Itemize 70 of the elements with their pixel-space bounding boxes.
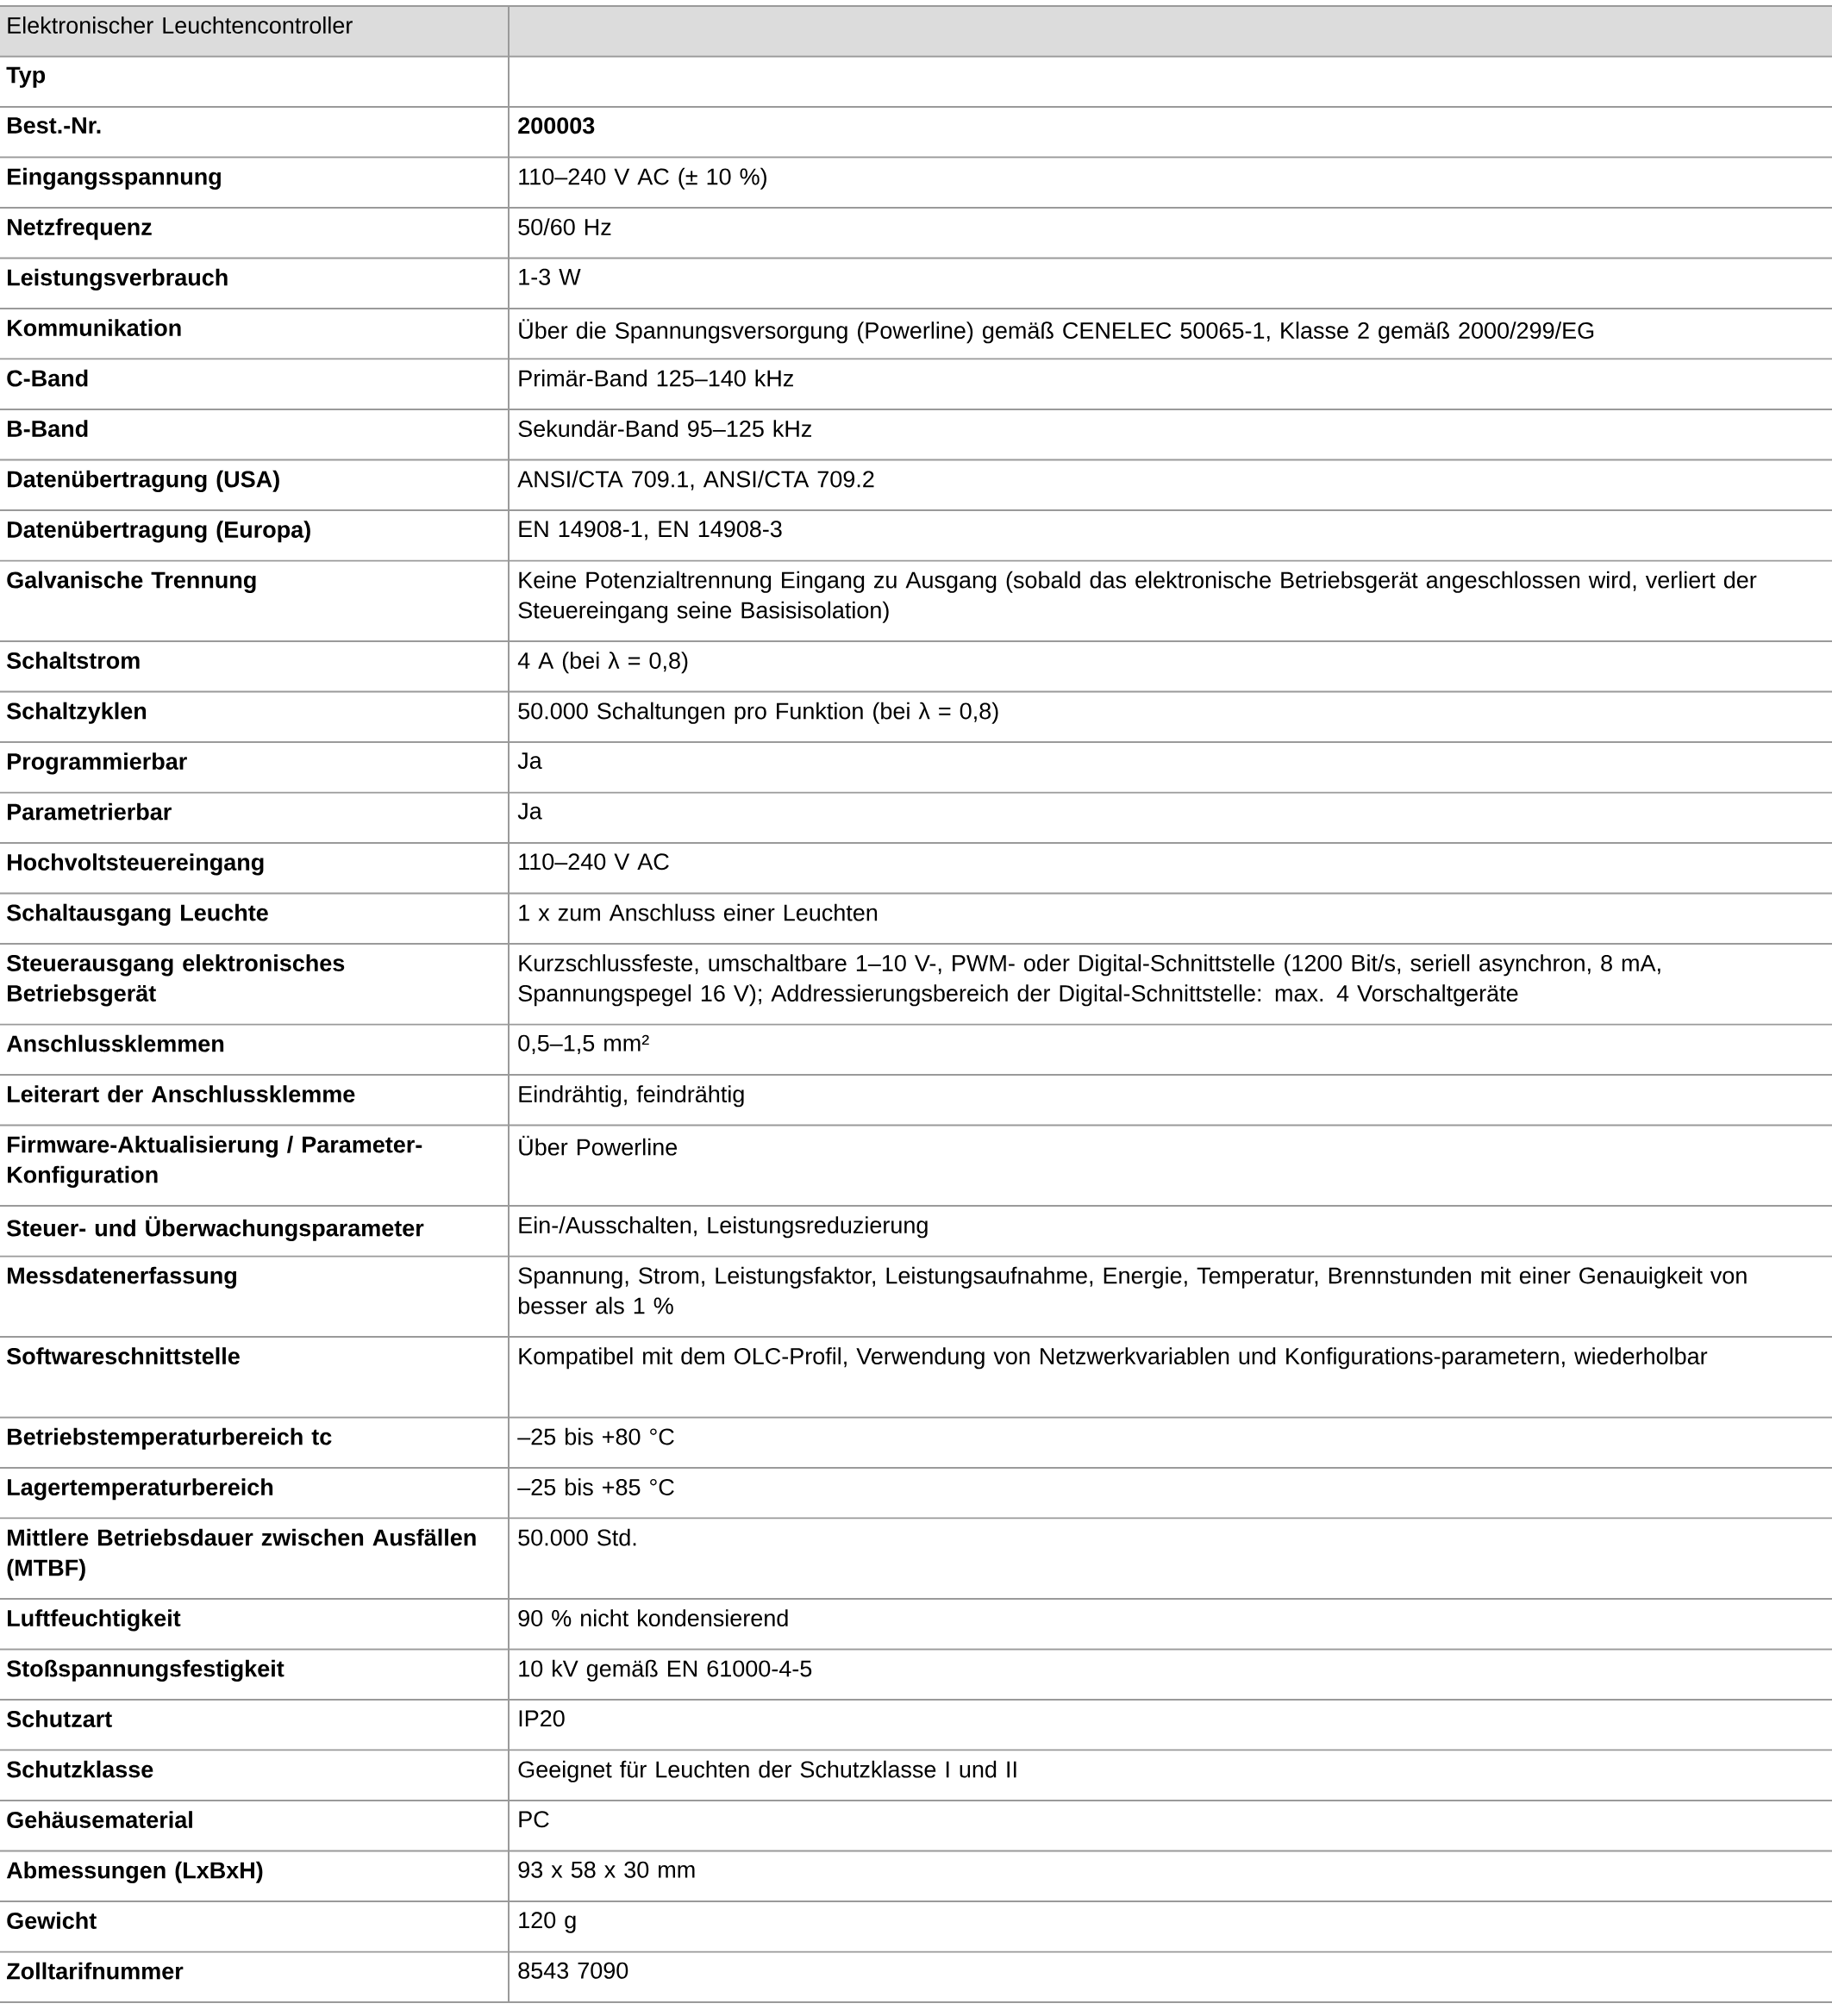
spec-label: Lagertemperaturbereich	[8, 1478, 273, 1501]
spec-label: Betriebstemperaturbereich tc	[8, 1427, 332, 1450]
spec-label: Datenübertragung (USA)	[8, 470, 279, 492]
spec-label: Gehäusematerial	[7, 1811, 192, 1829]
spec-value: Ja	[517, 802, 542, 820]
spec-value: 200003	[518, 117, 595, 134]
spec-value: 90 % nicht kondensierend	[518, 1609, 788, 1626]
spec-label: Luftfeuchtigkeit	[8, 1609, 181, 1632]
spec-value: PC	[519, 1811, 549, 1828]
spec-label: Schaltzyklen	[7, 702, 147, 724]
spec-label: Stoßspannungsfestigkeit	[7, 1659, 284, 1682]
spec-label: Datenübertragung (Europa)	[8, 521, 310, 543]
spec-label: Eingangsspannung	[8, 167, 221, 190]
spec-label: C-Band	[7, 369, 88, 387]
spec-label: Mittlere Betriebsdauer zwischen Ausfällen (MTBF)	[7, 1528, 476, 1581]
spec-value: 10 kV gemäß EN 61000-4-5	[519, 1659, 812, 1682]
spec-value: 110–240 V AC	[519, 853, 669, 871]
spec-label: B-Band	[8, 420, 88, 437]
spec-label: Schaltstrom	[7, 652, 140, 669]
spec-value: Kurzschlussfeste, umschaltbare 1–10 V-, PWM- oder Digital-Schnittstelle (1200 Bit/s, seriell asynchron, 8 mA, Spannungspegel 16 V); Addressierungsbereich der Digital-Schnittstelle: max. 4 Vorschaltgeräte	[518, 954, 1660, 1007]
spec-value: 1-3 W	[519, 268, 581, 285]
spec-label: Typ	[6, 66, 46, 88]
spec-label: Anschlussklemmen	[6, 1034, 224, 1052]
spec-value: 50.000 Std.	[518, 1528, 636, 1546]
spec-label: Schaltausgang Leuchte	[7, 903, 268, 926]
spec-value: IP20	[519, 1710, 565, 1727]
spec-label: Hochvoltsteuereingang	[8, 853, 264, 876]
spec-label: Zolltarifnummer	[7, 1962, 184, 1980]
spec-value: 50.000 Schaltungen pro Funktion (bei λ = 0,8)	[518, 702, 998, 724]
spec-label: Galvanische Trennung	[7, 571, 256, 593]
spec-value: 1 x zum Anschluss einer Leuchten	[519, 903, 878, 921]
spec-label: Gewicht	[7, 1912, 97, 1930]
spec-value: EN 14908-1, EN 14908-3	[519, 521, 782, 540]
spec-value: –25 bis +85 °C	[517, 1478, 674, 1495]
spec-label: Messdatenerfassung	[8, 1266, 236, 1289]
spec-value: Sekundär-Band 95–125 kHz	[518, 420, 811, 437]
spec-label: Softwareschnittstelle	[7, 1347, 240, 1364]
spec-value: Primär-Band 125–140 kHz	[519, 369, 793, 387]
spec-value: 8543 7090	[518, 1962, 628, 1979]
spec-value: Ein-/Ausschalten, Leistungsreduzierung	[519, 1216, 928, 1239]
spec-value: Über Powerline	[519, 1135, 678, 1156]
spec-label: Steuer- und Überwachungsparameter	[7, 1216, 424, 1241]
spec-value: Ja	[517, 752, 542, 769]
spec-label: Schutzart	[7, 1710, 112, 1728]
spec-value: Über die Spannungsversorgung (Powerline) gemäß CENELEC 50065-1, Klasse 2 gemäß 2000/299/EG	[519, 319, 1594, 344]
spec-label: Best.-Nr.	[8, 117, 101, 134]
spec-label: Firmware-Aktualisierung / Parameter-Konfiguration	[8, 1135, 422, 1188]
spec-value: Keine Potenzialtrennung Eingang zu Ausgang (sobald das elektronische Betriebsgerät angeschlossen wird, verliert der Steuereingang seine Basisisolation)	[518, 571, 1757, 623]
spec-value: Eindrähtig, feindrähtig	[519, 1085, 744, 1108]
spec-value: 93 x 58 x 30 mm	[518, 1861, 695, 1878]
spec-label: Leiterart der Anschlussklemme	[8, 1085, 355, 1102]
spec-value: 110–240 V AC (± 10 %)	[519, 167, 766, 190]
spec-label: Leistungsverbrauch	[8, 268, 228, 290]
spec-value: 4 A (bei λ = 0,8)	[517, 652, 688, 674]
spec-label: Schutzklasse	[7, 1760, 153, 1778]
spec-value: ANSI/CTA 709.1, ANSI/CTA 709.2	[517, 470, 874, 490]
spec-value: 120 g	[519, 1912, 576, 1933]
spec-value: 50/60 Hz	[518, 218, 611, 235]
table-heading: Elektronischer Leuchtencontroller	[8, 16, 353, 34]
spec-label: Netzfrequenz	[8, 218, 152, 240]
spec-label: Kommunikation	[8, 319, 181, 336]
spec-value: Kompatibel mit dem OLC-Profil, Verwendung von Netzwerkvariablen und Konfigurations-parametern, wiederholbar	[519, 1347, 1708, 1370]
spec-value: 0,5–1,5 mm²	[518, 1034, 649, 1054]
spec-label: Abmessungen (LxBxH)	[6, 1861, 263, 1883]
spec-value: Geeignet für Leuchten der Schutzklasse I und II	[518, 1760, 1016, 1782]
spec-value: –25 bis +80 °C	[517, 1427, 674, 1445]
spec-label: Parametrierbar	[8, 802, 172, 821]
spec-label: Programmierbar	[8, 752, 187, 775]
spec-value: Spannung, Strom, Leistungsfaktor, Leistungsaufnahme, Energie, Temperatur, Brennstunden mit einer Genauigkeit von besser als 1 %	[518, 1266, 1747, 1314]
spec-label: Steuerausgang elektronisches Betriebsgerät	[7, 954, 345, 1007]
